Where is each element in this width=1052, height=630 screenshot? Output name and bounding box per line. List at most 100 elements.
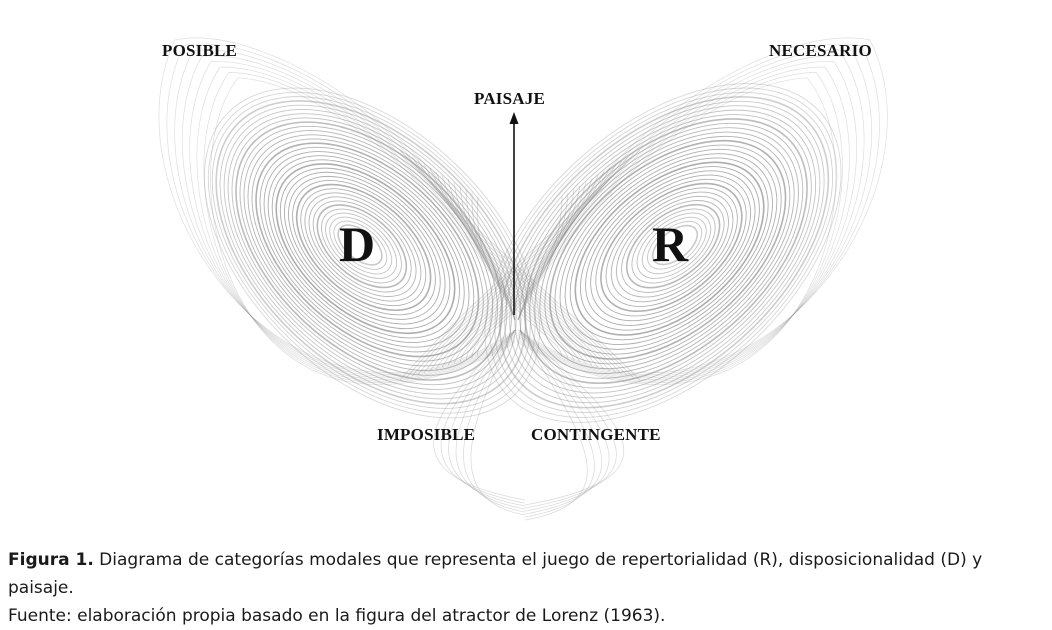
orbit-left xyxy=(211,96,531,409)
orbit-left xyxy=(308,196,417,297)
orbit-left xyxy=(215,100,527,405)
orbit-crossing xyxy=(399,149,641,381)
figure-caption: Figura 1. Diagrama de categorías modales… xyxy=(8,546,1048,630)
orbit-right xyxy=(484,83,842,423)
orbit-outer-left xyxy=(166,43,516,375)
orbit-crossing xyxy=(453,182,587,364)
orbit-right xyxy=(647,220,703,270)
orbit-left xyxy=(207,91,536,414)
orbit-left xyxy=(304,192,422,302)
attractor-orbits xyxy=(158,37,888,521)
orbit-outer-right xyxy=(517,37,888,374)
orbit-right xyxy=(504,100,825,404)
arrow-head xyxy=(509,112,519,124)
orbit-right xyxy=(514,109,817,394)
orbit-right xyxy=(574,161,765,336)
orbit-lower xyxy=(448,329,526,507)
label-r-repertorialidad: R xyxy=(652,216,689,272)
orbit-left xyxy=(251,138,484,362)
label-necesario: NECESARIO xyxy=(769,41,872,60)
orbit-right xyxy=(610,191,734,303)
orbit-right xyxy=(529,122,804,379)
orbit-left xyxy=(235,121,503,381)
orbit-right xyxy=(549,139,787,360)
orbit-right xyxy=(621,200,725,293)
orbit-left xyxy=(337,224,383,266)
caption-figure-number: Figura 1. xyxy=(8,550,94,570)
orbit-crossing xyxy=(429,167,611,372)
orbit-lower xyxy=(470,329,526,516)
orbit-right xyxy=(544,135,791,365)
caption-text: Diagrama de categorías modales que repre… xyxy=(8,550,983,598)
orbit-crossing xyxy=(465,189,575,361)
orbit-left xyxy=(316,204,408,289)
orbit-left xyxy=(283,171,446,325)
orbit-right xyxy=(564,153,773,345)
orbit-crossing xyxy=(447,178,593,366)
orbit-left xyxy=(203,87,541,419)
orbit-crossing xyxy=(423,164,617,374)
orbit-crossing xyxy=(471,193,569,359)
orbit-lower xyxy=(440,329,526,504)
orbit-outer-left xyxy=(210,77,516,385)
orbit-right xyxy=(579,166,760,331)
orbit-left xyxy=(239,125,498,376)
orbit-left xyxy=(231,117,508,386)
orbit-lower xyxy=(519,329,617,509)
orbit-lower xyxy=(463,329,526,513)
orbit-right xyxy=(641,216,707,275)
orbit-crossing xyxy=(417,160,623,375)
orbit-crossing xyxy=(405,153,635,379)
label-imposible: IMPOSIBLE xyxy=(377,425,476,444)
attractor-diagram xyxy=(158,37,888,521)
orbit-left xyxy=(263,151,470,348)
orbit-left xyxy=(223,108,517,395)
orbit-crossing xyxy=(453,182,587,365)
orbit-lower xyxy=(455,329,526,510)
orbit-outer-left xyxy=(174,49,516,377)
orbit-right xyxy=(605,187,738,307)
label-posible: POSIBLE xyxy=(162,41,238,60)
orbit-lower xyxy=(433,329,526,501)
orbit-right xyxy=(523,118,808,384)
orbit-crossing xyxy=(429,167,611,372)
orbit-left xyxy=(279,167,451,330)
orbit-left xyxy=(300,188,427,307)
orbit-crossing xyxy=(417,160,623,375)
orbit-crossing xyxy=(435,171,605,370)
orbit-left xyxy=(275,163,456,335)
paisaje-arrow xyxy=(509,112,519,315)
lorenz-attractor-figure: POSIBLE NECESARIO PAISAJE IMPOSIBLE CONT… xyxy=(158,37,888,521)
orbit-outer-left xyxy=(181,55,516,378)
orbit-outer-left xyxy=(158,37,516,373)
orbit-crossing xyxy=(411,156,629,377)
label-contingente: CONTINGENTE xyxy=(531,425,661,444)
orbit-right xyxy=(519,114,812,389)
orbit-right xyxy=(559,148,778,350)
orbit-outer-right xyxy=(517,49,873,377)
orbit-outer-right xyxy=(517,72,843,384)
caption-line-1: Figura 1. Diagrama de categorías modales… xyxy=(8,546,1048,602)
orbit-crossing xyxy=(459,185,581,363)
orbit-left xyxy=(312,200,412,293)
orbit-left xyxy=(243,130,494,372)
orbit-right xyxy=(595,178,747,317)
caption-source: Fuente: elaboración propia basado en la … xyxy=(8,606,666,626)
orbit-right xyxy=(651,224,699,266)
orbit-left xyxy=(267,155,465,343)
orbit-right xyxy=(494,92,834,414)
orbit-right xyxy=(489,87,838,418)
orbit-lower xyxy=(519,329,595,518)
label-d-disposicionalidad: D xyxy=(339,216,376,272)
orbit-outer-right xyxy=(517,77,837,385)
orbit-outer-right xyxy=(517,66,850,382)
orbit-crossing xyxy=(405,153,635,379)
orbit-left xyxy=(325,212,398,279)
orbit-outer-right xyxy=(517,43,880,375)
label-paisaje: PAISAJE xyxy=(474,89,545,108)
orbit-crossing xyxy=(477,196,563,357)
orbit-left xyxy=(255,142,480,358)
orbit-crossing xyxy=(423,164,617,374)
orbit-crossing xyxy=(435,171,605,370)
orbit-outer-left xyxy=(189,61,516,380)
